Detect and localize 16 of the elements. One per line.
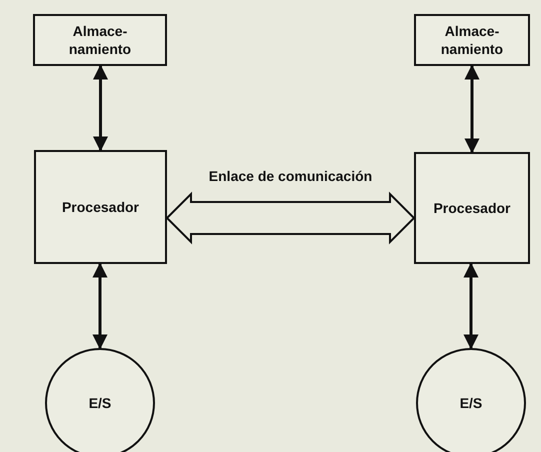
node-text: Procesador: [432, 199, 512, 217]
node-text: Almace-namiento: [68, 22, 132, 58]
storage-box: [33, 14, 167, 66]
node-text: E/S: [458, 394, 484, 412]
processor-box: [34, 150, 167, 264]
double-arrow: [92, 262, 108, 350]
double-block-arrow: [166, 192, 416, 244]
processor-box: [414, 152, 530, 264]
storage-box: [414, 14, 530, 66]
node-text: Procesador: [60, 198, 140, 216]
node-text: E/S: [88, 394, 112, 412]
double-arrow: [464, 64, 480, 154]
node-text: Almace-namiento: [440, 22, 504, 58]
double-arrow: [93, 64, 108, 152]
edge-label: Enlace de comunicación: [208, 167, 372, 186]
double-arrow: [464, 262, 478, 350]
